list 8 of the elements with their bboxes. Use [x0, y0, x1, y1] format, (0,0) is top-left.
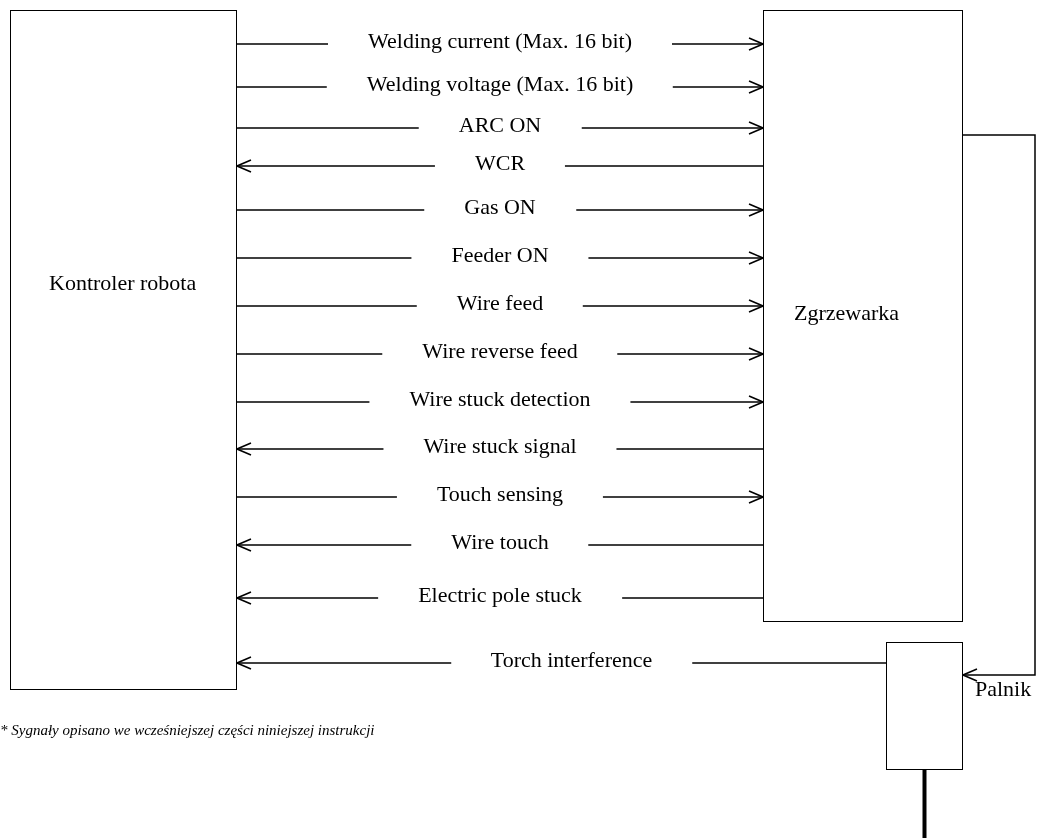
node-label: Palnik — [975, 675, 1032, 703]
node-label: Kontroler robota — [49, 269, 198, 297]
arrow — [962, 134, 1036, 682]
node-label: Zgrzewarka — [794, 299, 900, 327]
footnote: * Sygnały opisano we wcześniejszej części niniejszej instrukcji — [0, 722, 375, 739]
cable-line — [922, 770, 927, 838]
controller-box — [10, 10, 237, 690]
welder-box — [763, 10, 963, 622]
